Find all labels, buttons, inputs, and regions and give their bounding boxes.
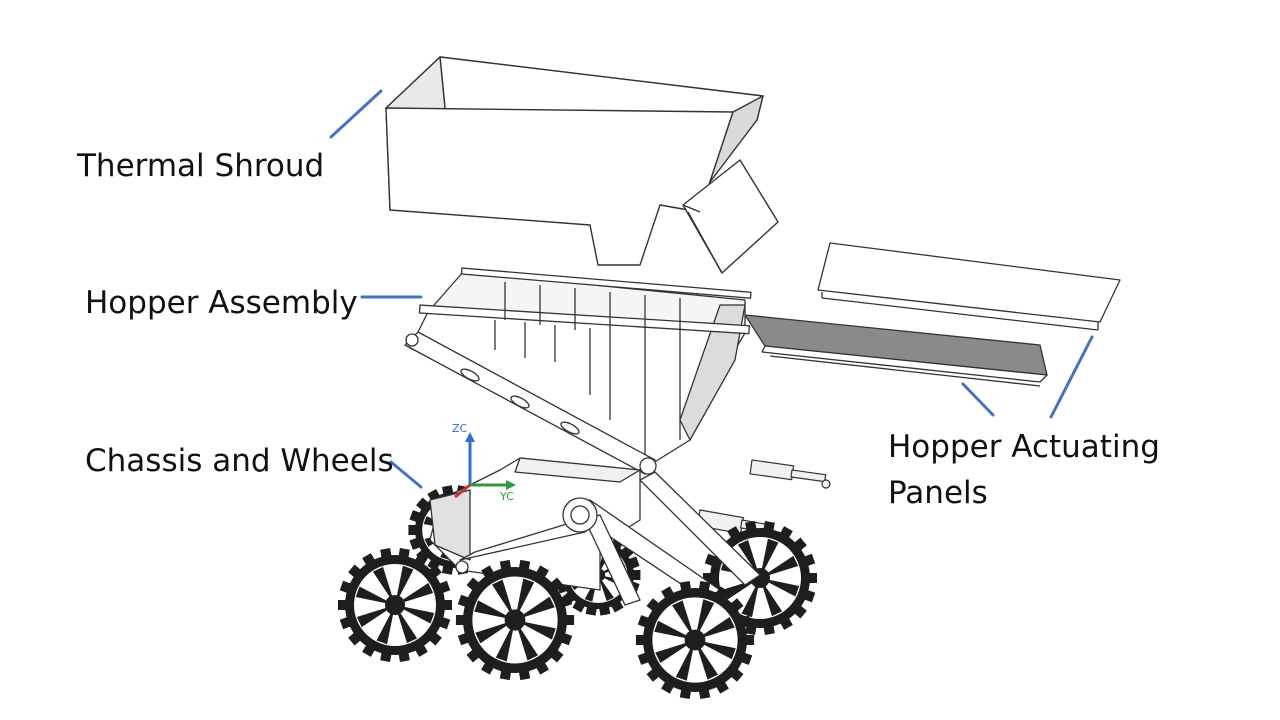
coordinate-triad: ZC YC bbox=[452, 422, 516, 503]
leader-line-thermal-shroud bbox=[329, 89, 383, 139]
label-thermal-shroud: Thermal Shroud bbox=[77, 148, 325, 184]
wheel-front-right bbox=[635, 580, 755, 700]
label-chassis-and-wheels: Chassis and Wheels bbox=[85, 443, 394, 479]
axis-label-z: ZC bbox=[452, 422, 468, 435]
leader-line-panels-b bbox=[961, 382, 995, 417]
label-hopper-assembly: Hopper Assembly bbox=[85, 285, 358, 321]
thermal-shroud-part bbox=[385, 56, 779, 274]
wheel-front-middle bbox=[455, 559, 575, 681]
label-hopper-actuating-line2: Panels bbox=[888, 475, 988, 511]
hopper-assembly-part bbox=[404, 267, 752, 475]
label-hopper-actuating-line1: Hopper Actuating bbox=[888, 429, 1160, 465]
leader-line-panels-a bbox=[1049, 335, 1094, 419]
label-hopper-actuating-panels: Hopper Actuating Panels bbox=[888, 424, 1160, 516]
hopper-actuating-panels-part bbox=[744, 242, 1121, 387]
wheel-front-left bbox=[338, 547, 452, 663]
axis-label-y: YC bbox=[499, 490, 514, 503]
chassis-and-wheels-part bbox=[338, 457, 817, 700]
leader-lines bbox=[329, 89, 1094, 489]
linear-actuators-part bbox=[696, 459, 831, 535]
leader-line-chassis bbox=[389, 460, 423, 489]
